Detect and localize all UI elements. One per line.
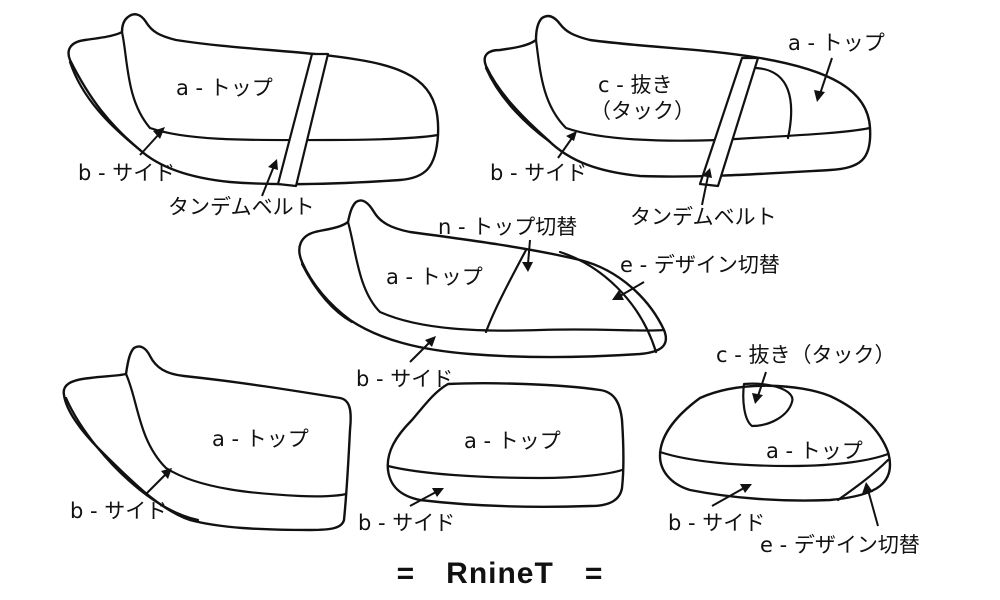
seat-3-arrow-side <box>409 336 436 363</box>
seat-3-label-side: b - サイド <box>356 367 453 391</box>
seat-6-label-design-switch: e - デザイン切替 <box>760 533 920 557</box>
seat-5-label-top: a - トップ <box>464 429 561 453</box>
seat-1-seam-top <box>120 30 440 142</box>
seat-2-arrow-side <box>557 131 577 159</box>
seat-2-seam-bottom <box>484 66 552 144</box>
seat-1-outline <box>67 13 440 186</box>
seat-1-tandem-belt <box>276 52 330 188</box>
seat-5-seam <box>386 464 624 480</box>
seat-6-label-tuck: c - 抜き（タック） <box>716 343 895 367</box>
seat-6-label-side: b - サイド <box>668 511 765 535</box>
seat-3-arrow-design-switch <box>612 281 645 300</box>
seat-2-label-top: a - トップ <box>788 31 885 55</box>
seat-6-arrow-design-switch <box>862 482 879 527</box>
seat-5: a - トップ b - サイド <box>358 382 625 535</box>
seat-5-outline <box>386 382 625 508</box>
seat-1-label-side: b - サイド <box>78 161 175 185</box>
seat-1-seam-bottom <box>68 60 142 152</box>
seat-1-arrow-belt <box>261 159 278 197</box>
seat-3: n - トップ切替 a - トップ e - デザイン切替 b - サイド <box>298 199 780 391</box>
seat-5-arrow-side <box>409 488 444 507</box>
seat-2-label-belt: タンデムベルト <box>630 205 777 229</box>
seat-2-arrow-top <box>814 57 833 102</box>
seat-2-seam-top <box>534 38 872 142</box>
seat-3-seam-bottom <box>300 262 354 324</box>
seat-2-tuck-line <box>754 66 793 140</box>
seat-3-label-top: a - トップ <box>386 265 483 289</box>
seat-4-seam-bottom <box>64 396 200 522</box>
seat-3-arrow-top-switch <box>522 239 533 272</box>
seat-6: c - 抜き（タック） a - トップ b - サイド e - デザイン切替 <box>658 343 920 557</box>
seat-6-arrow-tuck <box>752 371 767 404</box>
seat-3-outline <box>298 199 668 359</box>
seat-3-design-switch-line <box>558 250 658 354</box>
seat-1-label-top: a - トップ <box>176 76 273 100</box>
seat-2-label-tuck-1: c - 抜き <box>598 73 672 97</box>
seat-2-tandem-belt <box>698 56 760 188</box>
seat-3-label-top-switch: n - トップ切替 <box>438 215 577 239</box>
seat-4-label-top: a - トップ <box>212 427 309 451</box>
seat-6-seam <box>658 450 890 468</box>
seat-6-arrow-side <box>711 484 752 507</box>
diagram-title: = RnineT = <box>397 557 604 590</box>
seat-2-label-tuck-2: （タック） <box>590 99 695 123</box>
seat-6-design-switch-line <box>836 458 890 502</box>
seat-3-label-design-switch: e - デザイン切替 <box>620 253 780 277</box>
seat-4: a - トップ b - サイド <box>62 345 352 532</box>
seat-2: c - 抜き （タック） a - トップ b - サイド タンデムベルト <box>483 14 885 229</box>
seat-3-top-switch-line <box>484 248 528 334</box>
seat-4-arrow-side <box>145 468 172 495</box>
seat-6-label-top: a - トップ <box>766 439 863 463</box>
seat-1-arrow-side <box>139 127 165 156</box>
seat-4-label-side: b - サイド <box>70 499 167 523</box>
seat-5-label-side: b - サイド <box>358 511 455 535</box>
seat-1: a - トップ b - サイド タンデムベルト <box>67 13 440 219</box>
seat-2-arrow-belt <box>701 168 712 206</box>
seat-1-label-belt: タンデムベルト <box>168 195 315 219</box>
seat-6-outline <box>658 384 892 502</box>
seat-3-seam-top <box>346 220 666 332</box>
seat-4-outline <box>62 345 352 532</box>
seat-4-seam-top <box>124 372 348 498</box>
seat-6-tuck-line <box>742 382 794 428</box>
seat-2-label-side: b - サイド <box>490 161 587 185</box>
